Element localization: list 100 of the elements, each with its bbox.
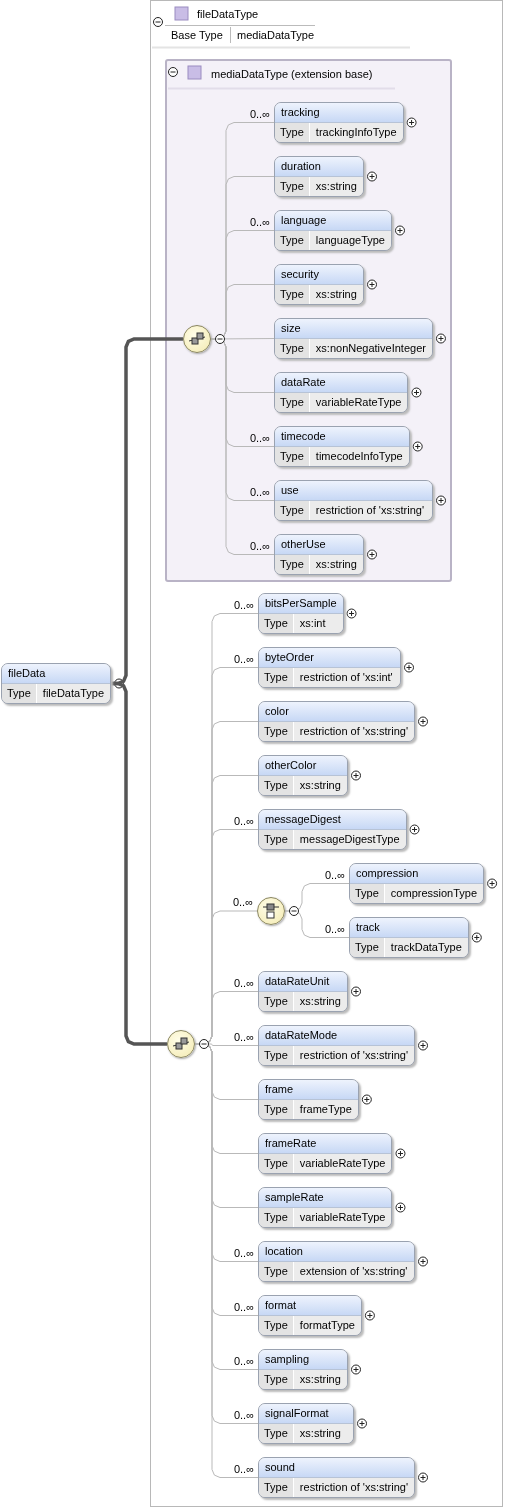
element-box [274, 534, 364, 575]
element-box [258, 593, 344, 634]
element-box [274, 156, 364, 197]
element-name: location [259, 1242, 414, 1262]
type-label: Type [275, 501, 310, 520]
type-value: xs:int [293, 614, 343, 633]
occurrence-label: 0..∞ [232, 1408, 254, 1421]
type-value: restriction of 'xs:int' [293, 668, 400, 687]
element-name: sound [259, 1458, 414, 1478]
occurrence-label: 0..∞ [232, 1300, 254, 1313]
type-label: Type [259, 1316, 294, 1335]
element-box [258, 1025, 415, 1066]
type-label: Type [259, 1370, 294, 1389]
type-label: Type [259, 1154, 294, 1173]
element-name: byteOrder [259, 648, 400, 668]
sequence-compositor [167, 1030, 195, 1058]
type-label: Type [275, 285, 310, 304]
type-label: Type [275, 339, 310, 358]
occurrence-label: 0..∞ [232, 976, 254, 989]
occurrence-label: 0..∞ [248, 107, 270, 120]
occurrence-label: 0..∞ [232, 1030, 254, 1043]
element-box [349, 863, 485, 904]
element-box [258, 1079, 359, 1120]
connector-line [284, 910, 350, 938]
occurrence-label: 0..∞ [248, 485, 270, 498]
element-box [1, 663, 111, 704]
type-value: xs:string [309, 555, 363, 574]
type-value: formatType [293, 1316, 361, 1335]
element-box [274, 318, 433, 359]
occurrence-label: 0..∞ [323, 868, 345, 881]
type-label: Type [259, 1100, 294, 1119]
element-name: dataRateMode [259, 1026, 414, 1046]
type-value: timecodeInfoType [309, 447, 409, 466]
type-label: Type [275, 555, 310, 574]
type-label: Type [259, 1208, 294, 1227]
element-name: format [259, 1296, 361, 1316]
element-box [258, 1295, 362, 1336]
element-name: track [350, 918, 468, 938]
type-name: mediaDataType (extension base) [211, 68, 373, 81]
element-name: otherColor [259, 756, 347, 776]
type-label: Type [275, 177, 310, 196]
sequence-compositor [183, 325, 211, 353]
occurrence-label: 0..∞ [231, 896, 253, 908]
element-box [258, 647, 401, 688]
type-value: variableRateType [293, 1208, 392, 1227]
element-name: fileData [2, 664, 110, 684]
base-type-label: Base Type [171, 29, 223, 42]
element-name: sampleRate [259, 1188, 392, 1208]
element-name: otherUse [275, 535, 363, 555]
element-name: bitsPerSample [259, 594, 343, 614]
type-value: extension of 'xs:string' [293, 1262, 414, 1281]
type-value: messageDigestType [293, 830, 406, 849]
element-name: duration [275, 157, 363, 177]
type-value: variableRateType [309, 393, 408, 412]
type-value: xs:nonNegativeInteger [309, 339, 432, 358]
element-box [274, 102, 404, 143]
occurrence-label: 0..∞ [248, 215, 270, 228]
element-name: security [275, 265, 363, 285]
type-value: xs:string [293, 992, 347, 1011]
type-value: fileDataType [36, 684, 110, 703]
complex-type-panel [150, 0, 503, 1507]
type-value: xs:string [293, 1370, 347, 1389]
element-box [258, 1187, 393, 1228]
type-label: Type [259, 1424, 294, 1443]
type-label: Type [259, 614, 294, 633]
element-name: color [259, 702, 414, 722]
element-name: dataRate [275, 373, 408, 393]
type-value: restriction of 'xs:string' [309, 501, 432, 520]
element-box [258, 1457, 415, 1498]
type-label: Type [259, 1478, 294, 1497]
type-label: Type [259, 830, 294, 849]
element-box [274, 264, 364, 305]
element-name: language [275, 211, 391, 231]
element-box [258, 1241, 415, 1282]
type-label: Type [275, 123, 310, 142]
extension-panel [165, 59, 452, 582]
type-label: Type [259, 776, 294, 795]
element-name: messageDigest [259, 810, 406, 830]
element-name: signalFormat [259, 1404, 353, 1424]
occurrence-label: 0..∞ [232, 1354, 254, 1367]
type-value: xs:string [293, 776, 347, 795]
element-box [274, 480, 433, 521]
type-label: Type [259, 722, 294, 741]
type-name: fileDataType [197, 8, 259, 21]
type-value: trackDataType [384, 938, 468, 957]
type-label: Type [259, 668, 294, 687]
base-type-value: mediaDataType [237, 29, 315, 42]
type-value: variableRateType [293, 1154, 392, 1173]
occurrence-label: 0..∞ [323, 922, 345, 935]
element-name: tracking [275, 103, 403, 123]
type-label: Type [350, 938, 385, 957]
connector-line [111, 681, 167, 1046]
type-value: frameType [293, 1100, 358, 1119]
element-box [258, 1403, 354, 1444]
element-box [258, 971, 348, 1012]
element-box [258, 1349, 348, 1390]
element-name: timecode [275, 427, 409, 447]
type-label: Type [275, 447, 310, 466]
element-box [349, 917, 469, 958]
occurrence-label: 0..∞ [232, 652, 254, 665]
